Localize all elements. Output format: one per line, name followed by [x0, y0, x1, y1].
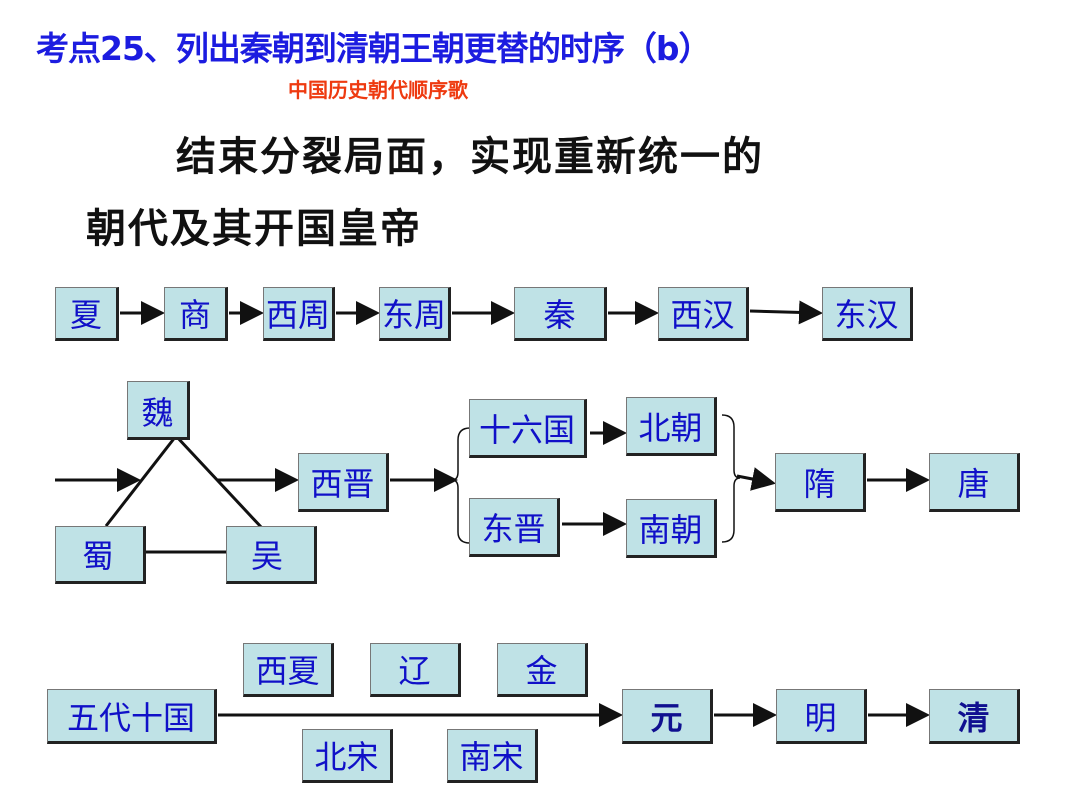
box-sui: 隋 — [775, 453, 866, 512]
box-beichao: 北朝 — [626, 397, 717, 456]
box-wei: 魏 — [127, 381, 190, 440]
title: 考点25、列出秦朝到清朝王朝更替的时序（b） — [36, 29, 712, 68]
box-xihan: 西汉 — [658, 287, 749, 341]
box-jin: 金 — [497, 643, 588, 697]
box-shang: 商 — [164, 287, 228, 341]
box-xixia: 西夏 — [243, 643, 334, 697]
box-nanchao: 南朝 — [626, 499, 717, 558]
box-shu: 蜀 — [55, 526, 146, 584]
box-qing: 清 — [929, 689, 1020, 744]
right-brace — [721, 414, 741, 543]
box-ming: 明 — [776, 689, 867, 744]
left-brace — [451, 427, 471, 544]
box-tang: 唐 — [929, 453, 1020, 512]
box-beisong: 北宋 — [302, 729, 393, 783]
box-yuan: 元 — [622, 689, 713, 744]
arrow — [736, 467, 776, 491]
box-xia: 夏 — [55, 287, 119, 341]
box-nansong: 南宋 — [447, 729, 538, 783]
line-wei-shu — [104, 435, 178, 527]
box-dongzhou: 东周 — [379, 287, 451, 341]
box-qin: 秦 — [514, 287, 607, 341]
line-wei-wu — [174, 434, 264, 530]
arrow — [749, 300, 823, 325]
box-dongjin: 东晋 — [469, 498, 560, 557]
box-xijin: 西晋 — [298, 453, 389, 512]
box-xizhou: 西周 — [263, 287, 335, 341]
heading-line-1: 结束分裂局面，实现重新统一的 — [176, 134, 764, 180]
subtitle: 中国历史朝代顺序歌 — [288, 78, 468, 102]
box-donghan: 东汉 — [822, 287, 913, 341]
box-wu: 吴 — [226, 526, 317, 584]
box-liao: 辽 — [370, 643, 461, 697]
box-shiliuguo: 十六国 — [469, 399, 587, 458]
heading-line-2: 朝代及其开国皇帝 — [86, 206, 422, 252]
box-wudaishiguo: 五代十国 — [47, 689, 217, 744]
